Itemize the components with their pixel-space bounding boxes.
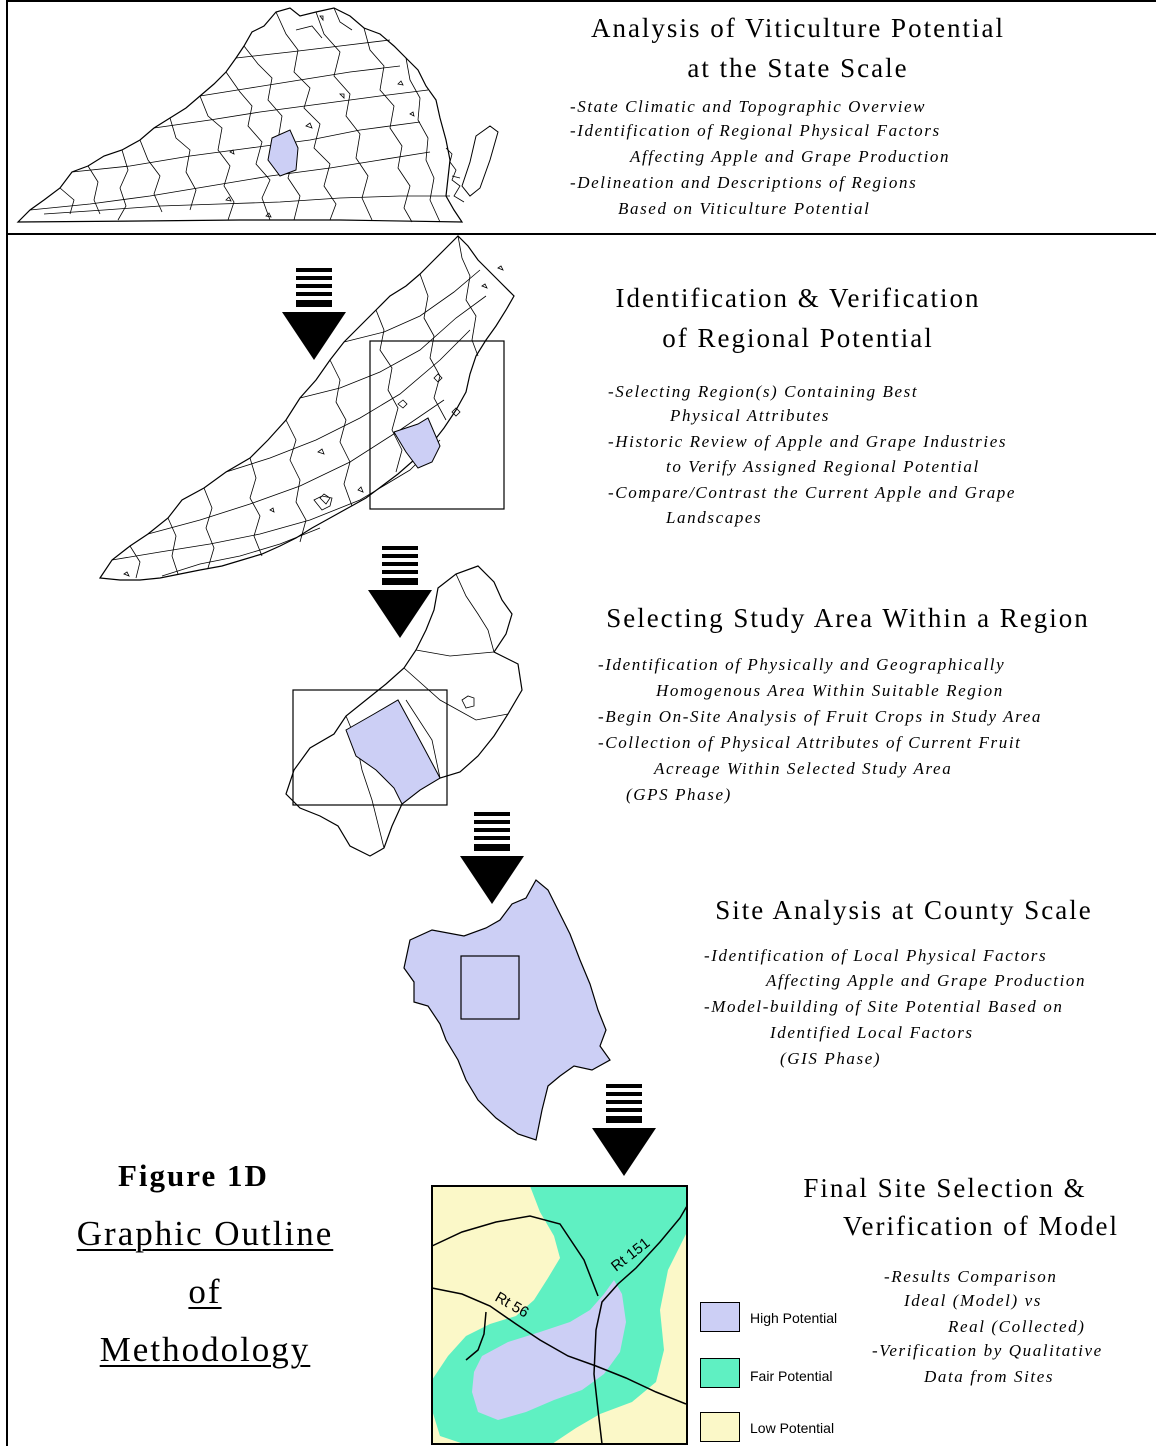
- figure-label: Figure 1D: [118, 1158, 269, 1193]
- stage-2-bullet: -Selecting Region(s) Containing Best: [608, 382, 919, 401]
- stage-5-bullet: Ideal (Model) vs: [904, 1291, 1042, 1310]
- stage-4-bullet: Affecting Apple and Grape Production: [766, 971, 1087, 990]
- road-rt151: [593, 1205, 688, 1445]
- state-map: [16, 7, 499, 223]
- road-upper-left: [431, 1215, 599, 1297]
- legend-label-low: Low Potential: [750, 1420, 835, 1436]
- stage-3-bullet: Acreage Within Selected Study Area: [654, 759, 953, 778]
- site-map-frame: [431, 1185, 688, 1445]
- study-selection-box: [292, 689, 448, 806]
- arrow-2: [368, 546, 432, 638]
- stage-2-bullet: -Historic Review of Apple and Grape Indu…: [608, 432, 1008, 451]
- stage-3-bullet: Homogenous Area Within Suitable Region: [656, 681, 1004, 700]
- stage-3-bullet: (GPS Phase): [626, 785, 732, 804]
- stage-1-bullet: Affecting Apple and Grape Production: [630, 147, 951, 166]
- stage-3-bullet: -Begin On-Site Analysis of Fruit Crops i…: [598, 707, 1042, 726]
- stage-2-title-line-2: of Regional Potential: [662, 323, 934, 353]
- figure-title-line-3: Methodology: [99, 1330, 311, 1369]
- figure-title-line-1: Graphic Outline: [76, 1214, 334, 1253]
- frame-top-border: [6, 0, 1156, 2]
- stage-5-bullet: -Verification by Qualitative: [872, 1341, 1103, 1360]
- stage-3-bullet: -Identification of Physically and Geogra…: [598, 655, 1006, 674]
- high-potential-zone: [472, 1280, 626, 1420]
- stage-3-bullet: -Collection of Physical Attributes of Cu…: [598, 733, 1022, 752]
- stage-3-title: Selecting Study Area Within a Region: [606, 603, 1090, 633]
- legend-swatch-fair: [700, 1358, 740, 1388]
- road-spur: [465, 1311, 487, 1361]
- region-outline: [98, 235, 515, 581]
- county-map: [403, 879, 611, 1141]
- stage-1-title-line-1: Analysis of Viticulture Potential: [590, 13, 1006, 43]
- stage-5-title-line-1: Final Site Selection &: [803, 1173, 1087, 1203]
- road-rt56: [431, 1287, 687, 1405]
- stage-1-title-line-2: at the State Scale: [687, 53, 909, 83]
- study-highlight-county: [345, 699, 441, 805]
- region-selection-box: [369, 340, 505, 510]
- stage-2-bullet: Landscapes: [666, 508, 763, 527]
- figure-title-line-2: of: [188, 1272, 222, 1311]
- stage-2-title-line-1: Identification & Verification: [615, 283, 981, 313]
- stage-1-bullet: -Identification of Regional Physical Fac…: [570, 121, 941, 140]
- stage-5-bullet: -Results Comparison: [884, 1267, 1058, 1286]
- stage-1-bullet: -Delineation and Descriptions of Regions: [570, 173, 918, 192]
- stage-2-bullet: Physical Attributes: [670, 406, 830, 425]
- stage-2-bullet: -Compare/Contrast the Current Apple and …: [608, 483, 1017, 502]
- legend-swatch-low: [700, 1412, 740, 1442]
- legend-label-fair: Fair Potential: [750, 1368, 833, 1384]
- stage-1-bullet: -State Climatic and Topographic Overview: [570, 97, 927, 116]
- arrow-3: [460, 812, 524, 904]
- stage-4-bullet: -Model-building of Site Potential Based …: [704, 997, 1064, 1016]
- stage-4-bullet: (GIS Phase): [780, 1049, 882, 1068]
- stage-4-bullet: -Identification of Local Physical Factor…: [704, 946, 1048, 965]
- arrow-1: [282, 268, 346, 360]
- study-area-map: [285, 565, 523, 857]
- site-potential-map: Rt 151 Rt 56: [431, 1185, 688, 1445]
- stage-5-bullet: Data from Sites: [924, 1367, 1055, 1386]
- state-highlight-county: [267, 129, 299, 177]
- frame-divider: [6, 233, 1156, 235]
- stage-4-title: Site Analysis at County Scale: [715, 895, 1093, 925]
- stage-2-bullet: to Verify Assigned Regional Potential: [666, 457, 980, 476]
- regional-map: [98, 235, 515, 581]
- legend-label-high: High Potential: [750, 1310, 838, 1326]
- stage-5-bullet: Real (Collected): [948, 1317, 1086, 1336]
- arrow-4: [592, 1084, 656, 1176]
- stage-1-bullet: Based on Viticulture Potential: [618, 199, 871, 218]
- stage-5-title-line-2: Verification of Model: [843, 1211, 1119, 1241]
- county-selection-box: [460, 955, 520, 1020]
- stage-4-bullet: Identified Local Factors: [770, 1023, 974, 1042]
- legend-swatch-high: [700, 1302, 740, 1332]
- county-shape: [403, 879, 611, 1141]
- flow-arrows: [282, 268, 656, 1176]
- eastern-shore: [461, 125, 499, 197]
- frame-left-border: [6, 0, 8, 1446]
- region-highlight-county: [393, 417, 441, 469]
